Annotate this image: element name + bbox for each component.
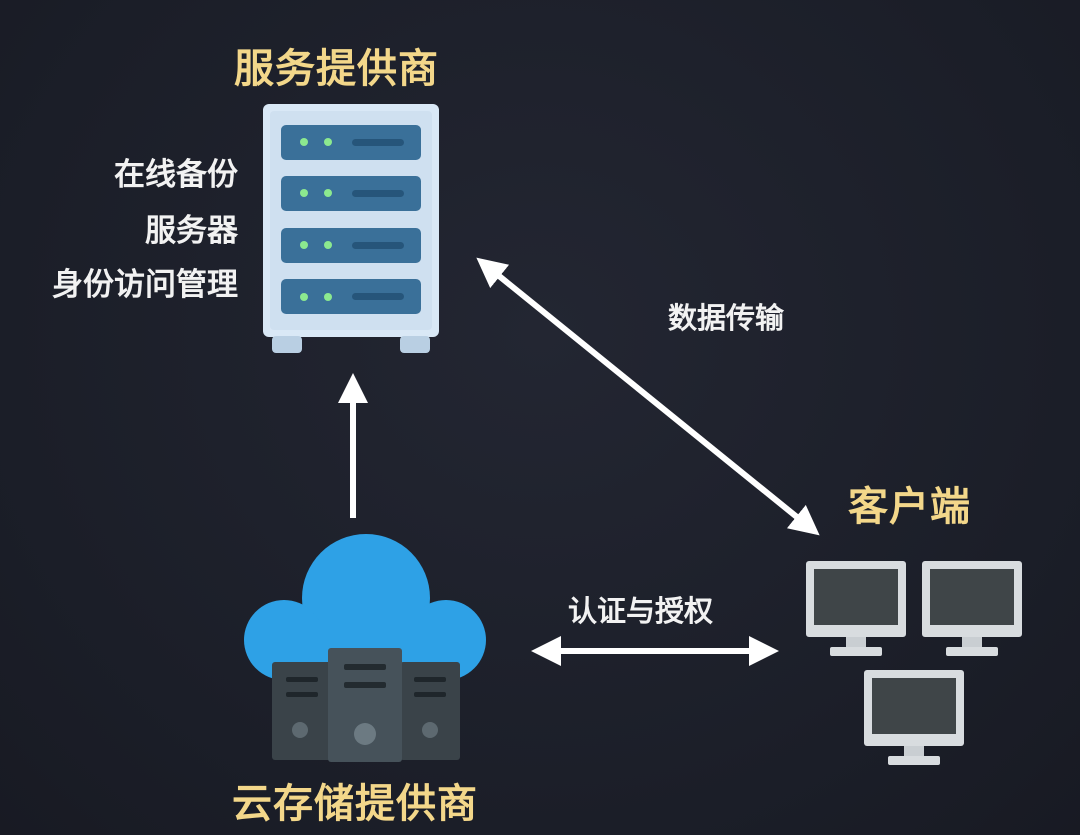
- desktop-monitor-icon: [806, 561, 906, 656]
- storage-server-left: [272, 662, 332, 760]
- server-slot: [281, 228, 421, 263]
- service-detail-server: 服务器: [145, 213, 238, 249]
- service-provider-title: 服务提供商: [234, 46, 439, 92]
- desktop-monitor-icon: [864, 670, 964, 765]
- server-slot: [281, 176, 421, 211]
- arrow-data-transfer: [476, 257, 820, 536]
- server-slot: [281, 279, 421, 314]
- server-rack-icon: [263, 104, 439, 353]
- client-title: 客户端: [848, 484, 971, 530]
- cloud-storage-title: 云存储提供商: [232, 781, 478, 827]
- cloud-storage-icon: [244, 534, 486, 762]
- desktop-monitor-icon: [922, 561, 1022, 656]
- service-detail-iam: 身份访问管理: [52, 267, 238, 303]
- auth-label: 认证与授权: [568, 594, 714, 628]
- service-detail-online-backup: 在线备份: [114, 157, 238, 193]
- server-slot: [281, 125, 421, 160]
- storage-server-right: [400, 662, 460, 760]
- data-transfer-label: 数据传输: [668, 301, 785, 335]
- storage-server-center: [328, 648, 402, 762]
